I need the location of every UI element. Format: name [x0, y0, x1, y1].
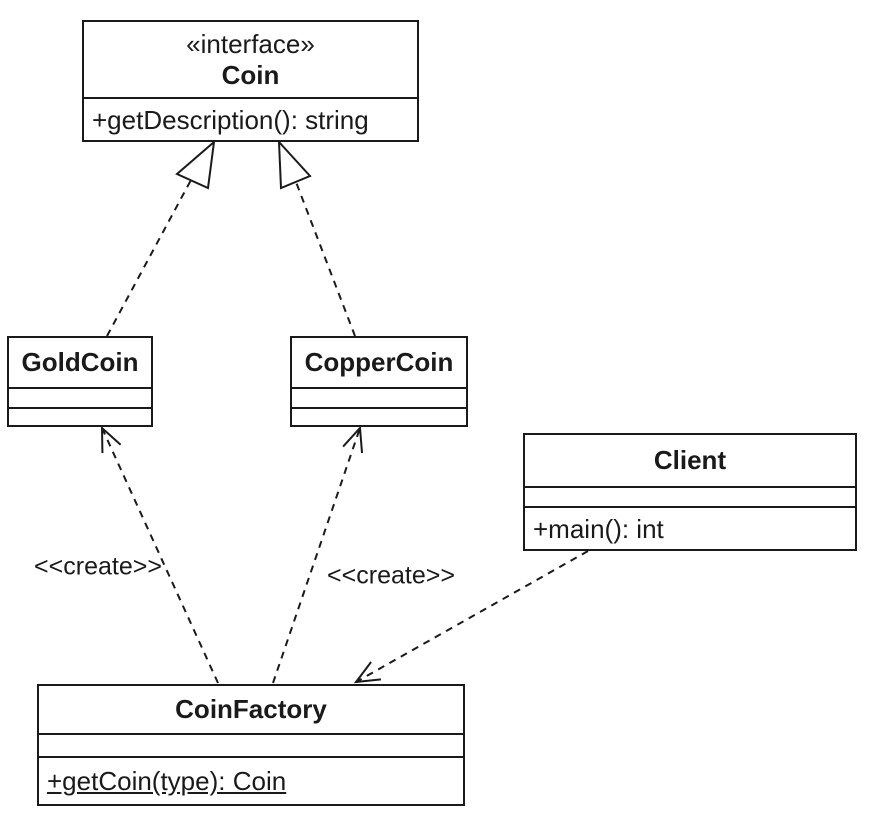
class-name: Coin: [221, 59, 280, 90]
create-stereotype-label-goldcoin: <<create>>: [34, 552, 162, 581]
class-box-coppercoin: CopperCoin: [290, 336, 468, 427]
methods-compartment: +main(): int: [525, 506, 855, 549]
attributes-compartment: [525, 486, 855, 506]
static-method-label: +getCoin(type): Coin: [47, 766, 287, 796]
class-name: CopperCoin: [304, 347, 454, 377]
method-label: +main(): int: [533, 513, 664, 544]
class-box-coinfactory: CoinFactory +getCoin(type): Coin: [37, 684, 465, 806]
class-title-compartment: GoldCoin: [9, 338, 151, 387]
class-box-goldcoin: GoldCoin: [7, 336, 153, 427]
class-box-coin: «interface» Coin +getDescription(): stri…: [82, 20, 419, 142]
hollow-triangle-arrowhead-icon: [175, 139, 216, 190]
class-title-compartment: CopperCoin: [292, 338, 466, 387]
dependency-edge-client-to-coinfactory: [353, 550, 589, 684]
class-title-compartment: CoinFactory: [39, 686, 463, 733]
attributes-compartment: [292, 387, 466, 407]
methods-compartment: +getDescription(): string: [84, 97, 417, 140]
attributes-compartment: [9, 387, 151, 407]
class-name: GoldCoin: [21, 347, 139, 377]
class-box-client: Client +main(): int: [523, 433, 857, 551]
class-name: CoinFactory: [175, 694, 327, 724]
stereotype-label: «interface»: [186, 28, 315, 59]
methods-compartment: +getCoin(type): Coin: [39, 756, 463, 804]
hollow-triangle-arrowhead-icon: [277, 139, 312, 190]
attributes-compartment: [39, 733, 463, 756]
dependency-edge-coinfactory-to-coppercoin: [272, 425, 364, 684]
realization-edge-coppercoin-to-coin: [277, 139, 356, 337]
class-name: Client: [653, 445, 727, 475]
method-label: +getDescription(): string: [92, 104, 369, 135]
class-title-compartment: Client: [525, 435, 855, 486]
methods-compartment: [9, 407, 151, 425]
methods-compartment: [292, 407, 466, 425]
class-title-compartment: «interface» Coin: [84, 22, 417, 97]
create-stereotype-label-coppercoin: <<create>>: [327, 561, 455, 590]
realization-edge-goldcoin-to-coin: [106, 139, 216, 337]
